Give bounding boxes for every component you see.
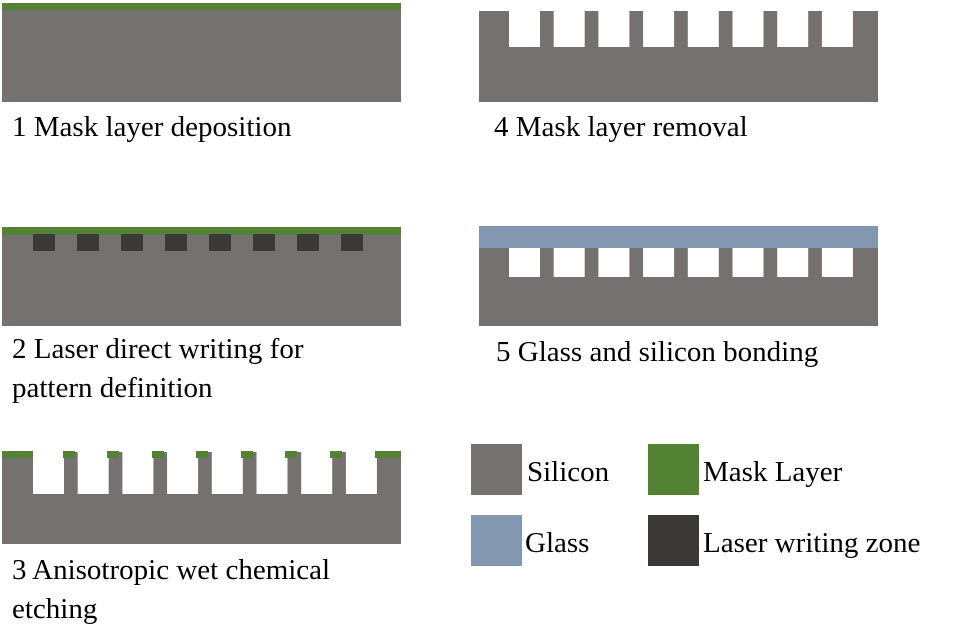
trench [643, 11, 675, 47]
sealed-channels [509, 248, 853, 277]
mask-segment [241, 451, 253, 458]
trench [345, 452, 377, 494]
silicon-substrate [479, 11, 878, 102]
legend-mask-label: Mask Layer [703, 456, 843, 488]
laser-zones [33, 234, 363, 251]
mask-segment [107, 451, 119, 458]
step-5-caption: 5 Glass and silicon bonding [496, 336, 818, 368]
trench [553, 11, 585, 47]
step-2-caption-line-1: 2 Laser direct writing for [12, 333, 304, 365]
laser-writing-zone [209, 234, 231, 251]
legend-laser-swatch [648, 515, 699, 566]
mask-layer [2, 3, 401, 10]
step-5-figure [479, 226, 878, 326]
etched-trenches [509, 11, 853, 47]
mask-layer [2, 227, 401, 235]
silicon-substrate [2, 6, 401, 102]
mask-segment [196, 451, 208, 458]
sealed-channel [821, 248, 853, 277]
sealed-channel [509, 248, 540, 277]
mask-segment [63, 451, 75, 458]
trench [821, 11, 853, 47]
step-3-caption-line-1: 3 Anisotropic wet chemical [12, 554, 330, 586]
laser-writing-zone [77, 234, 99, 251]
silicon-substrate [2, 452, 401, 544]
silicon-substrate [2, 232, 401, 326]
legend-silicon-swatch [471, 444, 522, 495]
sealed-channel [598, 248, 630, 277]
mask-segment [375, 451, 401, 458]
mask-segment [2, 451, 33, 458]
trench [256, 452, 288, 494]
step-3-caption-line-2: etching [12, 593, 97, 625]
sealed-channel [732, 248, 764, 277]
laser-writing-zone [253, 234, 275, 251]
mask-segment [285, 451, 297, 458]
legend: Silicon Mask Layer Glass Laser writing z… [471, 444, 920, 566]
trench [777, 11, 809, 47]
trench [509, 11, 540, 47]
mask-segment [330, 451, 342, 458]
mask-segments [2, 451, 401, 458]
trench [33, 452, 64, 494]
sealed-channel [553, 248, 585, 277]
step-3-figure [2, 451, 401, 544]
legend-mask-swatch [648, 444, 699, 495]
step-2-figure [2, 227, 401, 326]
trench [732, 11, 764, 47]
step-1-caption: 1 Mask layer deposition [12, 111, 292, 143]
trench [77, 452, 109, 494]
trench [122, 452, 154, 494]
sealed-channel [643, 248, 675, 277]
laser-writing-zone [341, 234, 363, 251]
trench [598, 11, 630, 47]
laser-writing-zone [297, 234, 319, 251]
laser-writing-zone [121, 234, 143, 251]
sealed-channel [777, 248, 809, 277]
legend-glass-label: Glass [525, 527, 589, 559]
legend-laser-label: Laser writing zone [703, 527, 920, 559]
step-4-caption: 4 Mask layer removal [494, 111, 748, 143]
glass-layer [479, 226, 878, 248]
mask-segment [152, 451, 164, 458]
sealed-channel [687, 248, 719, 277]
step-2-caption-line-2: pattern definition [12, 372, 213, 404]
legend-silicon-label: Silicon [527, 456, 610, 488]
trench [167, 452, 199, 494]
step-1-figure [2, 3, 401, 102]
silicon-substrate [479, 246, 878, 326]
trench [211, 452, 243, 494]
etched-trenches [33, 452, 377, 494]
legend-glass-swatch [471, 515, 522, 566]
step-4-figure [479, 11, 878, 102]
trench [301, 452, 333, 494]
trench [687, 11, 719, 47]
laser-writing-zone [165, 234, 187, 251]
laser-writing-zone [33, 234, 55, 251]
